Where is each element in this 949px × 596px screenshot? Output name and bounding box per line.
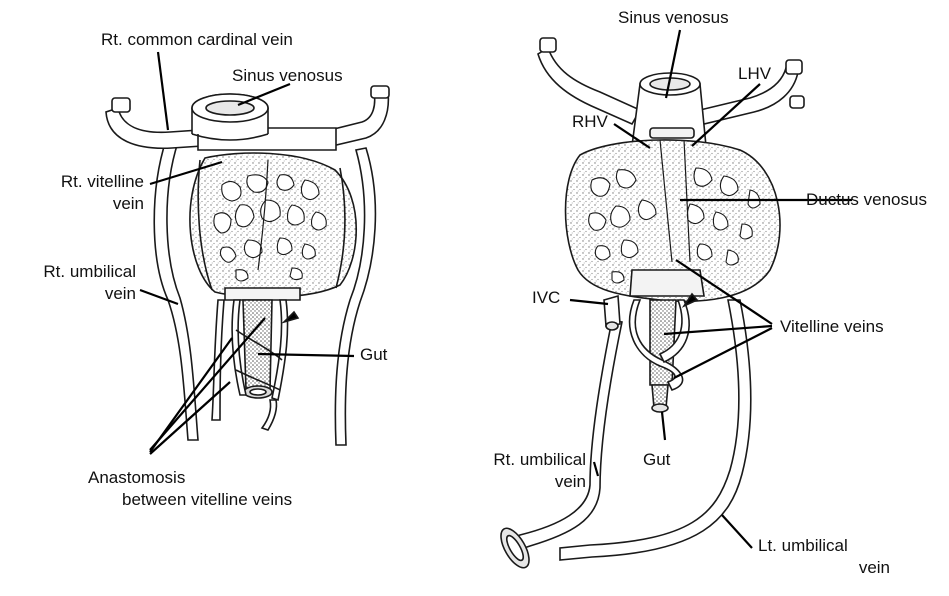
- left-cardinal-right: [106, 108, 202, 148]
- left-cardinal-left: [330, 92, 388, 146]
- label-sinus-venosus-left: Sinus venosus: [232, 66, 343, 86]
- label-lhv: LHV: [738, 64, 771, 84]
- label-lt-umbilical-line2: vein: [780, 558, 890, 578]
- label-rt-umbilical-line1: Rt. umbilical: [10, 262, 136, 282]
- label-anastomosis-line1: Anastomosis: [88, 468, 185, 488]
- label-rt-umbilical-right-line1: Rt. umbilical: [446, 450, 586, 470]
- label-rhv: RHV: [572, 112, 608, 132]
- label-lt-umbilical-line1: Lt. umbilical: [758, 536, 848, 556]
- label-ivc: IVC: [532, 288, 560, 308]
- label-sinus-venosus-right: Sinus venosus: [618, 8, 729, 28]
- label-rt-vitelline-line1: Rt. vitelline: [36, 172, 144, 192]
- label-rt-umbilical-line2: vein: [10, 284, 136, 304]
- label-rt-vitelline-line2: vein: [36, 194, 144, 214]
- label-ductus-venosus: Ductus venosus: [806, 190, 927, 210]
- label-anastomosis-line2: between vitelline veins: [122, 490, 292, 510]
- label-vitelline-veins: Vitelline veins: [780, 317, 884, 337]
- left-figure: [106, 86, 389, 445]
- right-rt-umbilical-vein: [506, 320, 622, 552]
- left-gut: [243, 300, 272, 390]
- label-gut-left: Gut: [360, 345, 387, 365]
- label-gut-right: Gut: [643, 450, 670, 470]
- label-rt-common-cardinal-vein: Rt. common cardinal vein: [101, 30, 293, 50]
- label-rt-umbilical-right-line2: vein: [446, 472, 586, 492]
